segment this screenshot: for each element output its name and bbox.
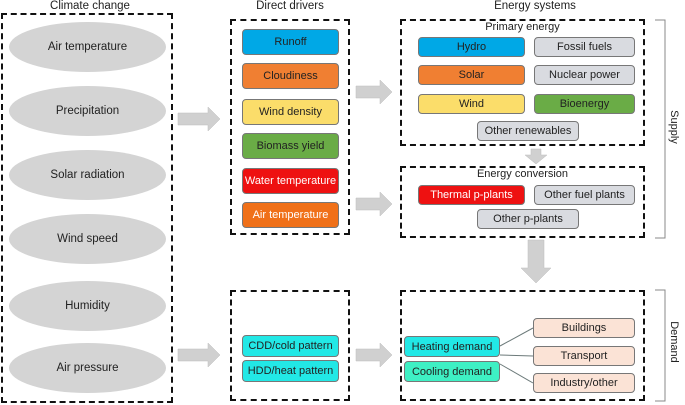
arrow-drivers-to-primary: [355, 79, 393, 105]
demand-bracket: [655, 289, 666, 402]
conversion-other-fuel-plants: Other fuel plants: [534, 185, 635, 205]
primary-hydro: Hydro: [418, 37, 525, 57]
primary-other-renewables: Other renewables: [477, 121, 579, 141]
connector-to-industry: [499, 363, 534, 384]
driver-wind-density: Wind density: [242, 99, 339, 125]
driver-air-temperature: Air temperature: [242, 202, 339, 228]
demand-drivers-panel: [230, 290, 350, 401]
driver-biomass-yield: Biomass yield: [242, 133, 339, 159]
driver-water-temperature: Water temperature: [242, 168, 339, 194]
climate-variable-wind-speed: Wind speed: [9, 214, 166, 264]
header-climate-change: Climate change: [50, 0, 130, 12]
header-energy-systems: Energy systems: [494, 0, 576, 12]
driver-runoff: Runoff: [242, 29, 339, 55]
supply-bracket: [655, 19, 666, 239]
arrow-climate-to-drivers: [177, 106, 221, 132]
demand-panel: [400, 290, 645, 401]
primary-wind: Wind: [418, 94, 525, 114]
header-direct-drivers: Direct drivers: [256, 0, 324, 12]
climate-variable-precipitation: Precipitation: [9, 86, 166, 136]
driver-cloudiness: Cloudiness: [242, 63, 339, 89]
connector-to-transport: [499, 354, 534, 357]
connector-to-buildings: [499, 327, 534, 347]
conversion-other-p-plants: Other p-plants: [477, 209, 579, 229]
arrow-drivers-to-conversion: [355, 191, 393, 217]
supply-label: Supply: [668, 110, 680, 144]
arrow-conversion-to-demand: [520, 239, 552, 284]
primary-bioenergy: Bioenergy: [534, 94, 635, 114]
primary-nuclear-power: Nuclear power: [534, 65, 635, 85]
sector-buildings: Buildings: [533, 318, 635, 338]
energy-conversion-title: Energy conversion: [476, 168, 569, 180]
primary-fossil-fuels: Fossil fuels: [534, 37, 635, 57]
demand-heating: Heating demand: [404, 336, 500, 357]
arrow-primary-to-conversion: [524, 148, 548, 165]
climate-variable-humidity: Humidity: [9, 281, 166, 331]
climate-change-panel: [1, 13, 173, 403]
primary-solar: Solar: [418, 65, 525, 85]
sector-industry-other: Industry/other: [533, 373, 635, 393]
driver-cdd-cold-pattern: CDD/cold pattern: [242, 335, 339, 357]
climate-variable-air-temperature: Air temperature: [9, 22, 166, 72]
demand-cooling: Cooling demand: [404, 361, 500, 382]
energy-conversion-panel: [400, 166, 645, 238]
arrow-climate-to-demand-drivers: [177, 342, 221, 368]
driver-hdd-heat-pattern: HDD/heat pattern: [242, 360, 339, 382]
primary-energy-title: Primary energy: [485, 21, 560, 33]
arrow-demand-drivers-to-demand: [355, 342, 393, 368]
climate-variable-air-pressure: Air pressure: [9, 343, 166, 393]
sector-transport: Transport: [533, 346, 635, 366]
conversion-thermal-p-plants: Thermal p-plants: [418, 185, 525, 205]
direct-drivers-panel: [230, 19, 350, 235]
primary-energy-panel: [400, 19, 645, 146]
climate-variable-solar-radiation: Solar radiation: [9, 150, 166, 200]
demand-label: Demand: [668, 321, 680, 363]
